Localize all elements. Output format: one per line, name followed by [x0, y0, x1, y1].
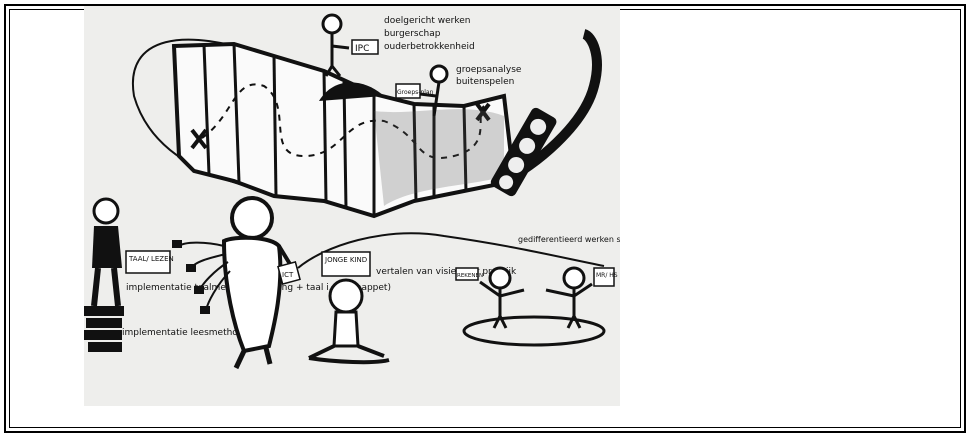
sign-jonge-kind-text: JONGE KIND — [324, 256, 367, 264]
note-top-3: ouderbetrokkenheid — [384, 42, 475, 52]
note-mid-1: groepsanalyse — [456, 65, 522, 75]
note-right-1: gedifferentieerd werken startend bij rek… — [518, 235, 620, 244]
note-mid-2: buitenspelen — [456, 77, 514, 87]
note-left-2: implementatie leesmethode — [122, 328, 250, 338]
sign-ipc-text: IPC — [355, 44, 369, 54]
sign-taal-text: TAAL/ LEZEN — [128, 255, 174, 263]
sign-groepsplan-text: Groeps-plan — [397, 89, 434, 96]
sign-mr-hs-text: MR/ HS — [596, 272, 618, 279]
poster-photo: IPC doelgericht werken burgerschap ouder… — [84, 6, 620, 406]
poster-drawing: IPC doelgericht werken burgerschap ouder… — [84, 6, 620, 406]
note-top-1: doelgericht werken — [384, 16, 470, 26]
note-top-2: burgerschap — [384, 29, 441, 39]
sign-rekenen-text: REKENEN — [457, 273, 483, 279]
sign-ict-text: ICT — [282, 271, 294, 279]
